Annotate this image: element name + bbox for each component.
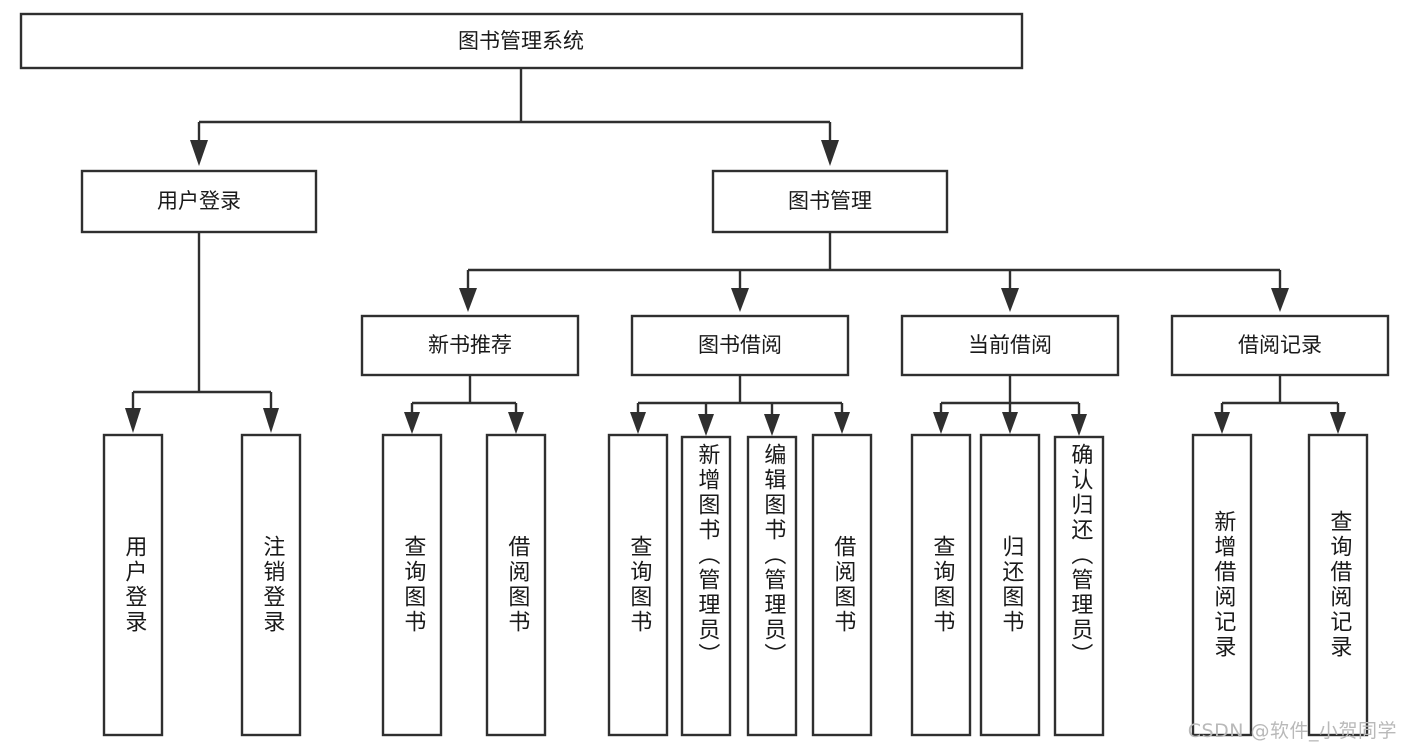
arrow-head-bm-1 [459, 288, 477, 312]
leaf-box-query-borrow-record[interactable] [1307, 433, 1369, 737]
node-current-borrow-box[interactable] [900, 314, 1120, 377]
arrow-head-cb-2 [1002, 412, 1018, 434]
node-borrow-record-box[interactable] [1170, 314, 1390, 377]
arrow-head-bm-4 [1271, 288, 1289, 312]
arrow-head-bm-3 [1001, 288, 1019, 312]
arrow-head-ul-2 [263, 408, 279, 433]
leaf-box-confirm-return-admin[interactable] [1053, 435, 1105, 737]
leaf-box-add-borrow-record[interactable] [1191, 433, 1253, 737]
node-user-login[interactable]: 用户登录 [80, 169, 318, 234]
connector-group-user-login [125, 232, 279, 433]
node-root[interactable]: 图书管理系统 [19, 12, 1024, 70]
node-current-borrow[interactable]: 当前借阅 [900, 314, 1120, 377]
connector-group-new-book [404, 375, 524, 434]
arrow-head-br-1 [1214, 412, 1230, 434]
node-user-login-box[interactable] [80, 169, 318, 234]
connector-group-borrow [630, 375, 850, 436]
node-book-borrow-label: 图书借阅 [698, 333, 782, 357]
connector-group-current-borrow [933, 375, 1087, 436]
node-book-borrow-box[interactable] [630, 314, 850, 377]
node-current-borrow-label: 当前借阅 [968, 333, 1052, 357]
arrow-head-root-1 [190, 140, 208, 166]
leaf-box-query-book-2[interactable] [607, 433, 669, 737]
connector-group-borrow-record [1214, 375, 1346, 434]
arrow-head-ul-1 [125, 408, 141, 433]
leaf-box-borrow-book-1[interactable] [485, 433, 547, 737]
leaf-box-edit-book-admin[interactable] [746, 435, 798, 737]
arrow-head-nb-2 [508, 412, 524, 434]
node-new-book-recommend-label: 新书推荐 [428, 333, 512, 357]
leaf-box-query-book-3[interactable] [910, 433, 972, 737]
node-new-book-recommend-box[interactable] [360, 314, 580, 377]
node-borrow-record[interactable]: 借阅记录 [1170, 314, 1390, 377]
node-book-borrow[interactable]: 图书借阅 [630, 314, 850, 377]
leaf-box-borrow-book-2[interactable] [811, 433, 873, 737]
arrow-head-br-2 [1330, 412, 1346, 434]
connector-group-root [190, 68, 839, 166]
node-root-box[interactable] [19, 12, 1024, 70]
node-root-label: 图书管理系统 [458, 29, 584, 53]
arrow-head-bb-1 [630, 412, 646, 434]
leaf-box-logout[interactable] [240, 433, 302, 737]
node-new-book-recommend[interactable]: 新书推荐 [360, 314, 580, 377]
arrow-head-cb-1 [933, 412, 949, 434]
arrow-head-cb-3 [1071, 414, 1087, 436]
node-book-management-box[interactable] [711, 169, 949, 234]
leaf-box-user-login[interactable] [102, 433, 164, 737]
arrow-head-bm-2 [731, 288, 749, 312]
connector-group-book-management [459, 232, 1289, 312]
arrow-head-bb-2 [698, 414, 714, 436]
leaf-box-add-book-admin[interactable] [680, 435, 732, 737]
arrow-head-bb-3 [764, 414, 780, 436]
node-book-management[interactable]: 图书管理 [711, 169, 949, 234]
arrow-head-root-2 [821, 140, 839, 166]
node-user-login-label: 用户登录 [157, 189, 241, 213]
node-book-management-label: 图书管理 [788, 189, 872, 213]
arrow-head-nb-1 [404, 412, 420, 434]
leaf-box-return-book[interactable] [979, 433, 1041, 737]
leaf-box-query-book-1[interactable] [381, 433, 443, 737]
arrow-head-bb-4 [834, 412, 850, 434]
leaf-boxes [102, 433, 1369, 737]
node-borrow-record-label: 借阅记录 [1238, 333, 1322, 357]
